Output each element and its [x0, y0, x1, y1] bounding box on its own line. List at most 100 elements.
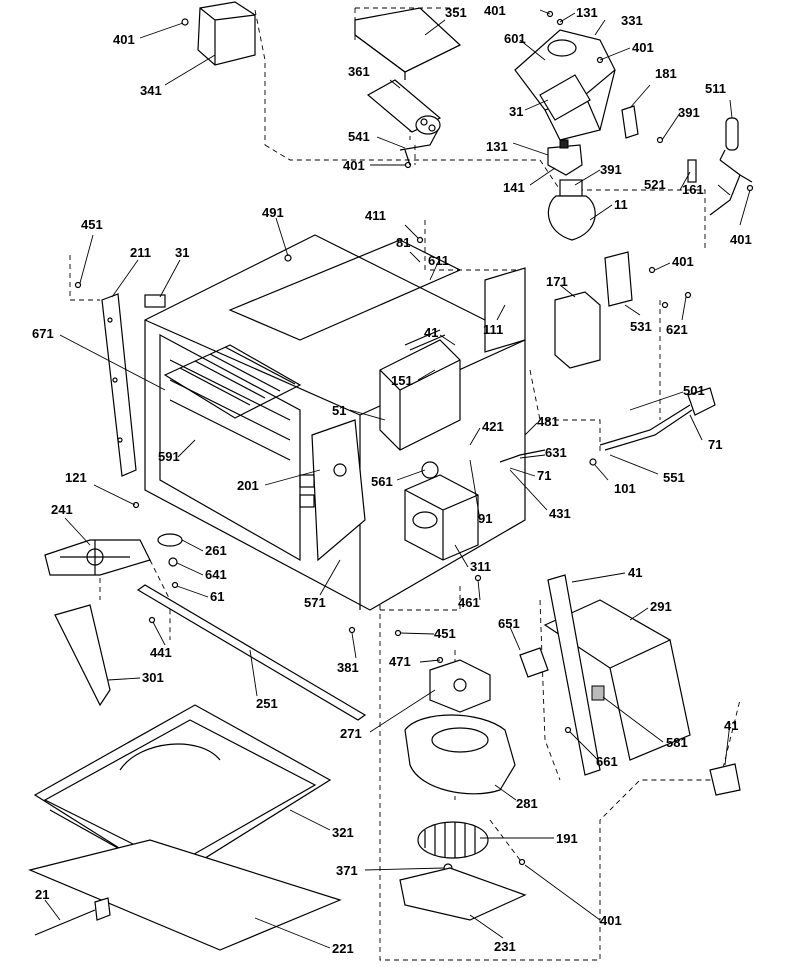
callout-241: 241	[51, 502, 73, 517]
control-panel-201	[299, 419, 366, 562]
callout-271: 271	[340, 726, 362, 741]
callout-261: 261	[205, 543, 227, 558]
transformer-311	[404, 474, 479, 561]
callout-221: 221	[332, 941, 354, 956]
callout-391: 391	[678, 105, 700, 120]
callout-311: 311	[470, 559, 491, 574]
switch-181	[621, 105, 639, 139]
callout-291: 291	[650, 599, 672, 614]
callout-411: 411	[365, 208, 386, 223]
rod-251	[136, 584, 367, 721]
callout-401: 401	[343, 158, 365, 173]
callout-401: 401	[600, 913, 622, 928]
callout-491: 491	[262, 205, 284, 220]
callout-101: 101	[614, 481, 636, 496]
leader-lines	[44, 9, 751, 949]
callout-671: 671	[32, 326, 54, 341]
capacitor-361	[366, 79, 442, 135]
callout-121: 121	[65, 470, 87, 485]
bracket-331	[514, 29, 616, 141]
panel-531	[604, 251, 633, 307]
terminal-631	[499, 449, 546, 463]
tray-351	[354, 7, 462, 80]
callout-191: 191	[556, 831, 578, 846]
power-cord-71	[599, 387, 716, 451]
callout-581: 581	[666, 735, 688, 750]
callout-351: 351	[445, 5, 467, 20]
callout-461: 461	[458, 595, 480, 610]
fuse-521	[687, 159, 697, 183]
callout-11: 11	[614, 197, 628, 212]
screwdriver-21	[34, 897, 111, 936]
bracket-171	[554, 291, 601, 369]
callout-401: 401	[632, 40, 654, 55]
fan-wheel-191	[417, 821, 489, 859]
callout-131: 131	[576, 5, 598, 20]
callout-361: 361	[348, 64, 370, 79]
magnetron-151	[379, 329, 461, 451]
lamp-bulb-11	[547, 179, 596, 241]
callout-571: 571	[304, 595, 326, 610]
wire-161	[709, 149, 753, 216]
callout-211: 211	[130, 245, 151, 260]
callout-71: 71	[708, 437, 723, 452]
callout-51: 51	[332, 403, 347, 418]
callout-141: 141	[503, 180, 525, 195]
callout-81: 81	[396, 235, 411, 250]
callout-631: 631	[545, 445, 567, 460]
callout-171: 171	[546, 274, 568, 289]
callout-401: 401	[672, 254, 694, 269]
callout-501: 501	[683, 383, 705, 398]
callout-401: 401	[113, 32, 135, 47]
callout-611: 611	[428, 253, 449, 268]
callout-151: 151	[391, 373, 413, 388]
callout-21: 21	[35, 887, 50, 902]
callout-451: 451	[81, 217, 103, 232]
washer-641	[168, 557, 178, 567]
latch-41-lower	[709, 763, 741, 796]
callout-451: 451	[434, 626, 456, 641]
panel-111	[484, 267, 526, 353]
callout-541: 541	[348, 129, 370, 144]
callout-621: 621	[666, 322, 688, 337]
callout-401: 401	[730, 232, 752, 247]
callout-661: 661	[596, 754, 618, 769]
cover-231	[399, 867, 527, 921]
bracket-31-lower	[539, 74, 591, 121]
shelf-rack-671	[163, 344, 302, 419]
motor-561	[421, 461, 439, 479]
callout-71: 71	[537, 468, 552, 483]
callout-431: 431	[549, 506, 571, 521]
callout-341: 341	[140, 83, 162, 98]
callout-391: 391	[600, 162, 622, 177]
callout-401: 401	[484, 3, 506, 18]
callout-381: 381	[337, 660, 359, 675]
callout-41: 41	[724, 718, 739, 733]
callout-181: 181	[655, 66, 677, 81]
fan-motor-271	[429, 659, 491, 713]
screws	[74, 10, 754, 866]
callout-561: 561	[371, 474, 393, 489]
switch-581	[591, 685, 605, 701]
block-31	[144, 294, 166, 308]
callout-551: 551	[663, 470, 685, 485]
callout-421: 421	[482, 419, 504, 434]
callout-651: 651	[498, 616, 520, 631]
callout-161: 161	[682, 182, 704, 197]
callout-371: 371	[336, 863, 358, 878]
callout-591: 591	[158, 449, 180, 464]
callout-471: 471	[389, 654, 411, 669]
side-rail-211	[101, 293, 137, 477]
callout-511: 511	[705, 81, 726, 96]
callout-441: 441	[150, 645, 172, 660]
sheet-221	[28, 839, 342, 951]
callout-231: 231	[494, 939, 516, 954]
callout-111: 111	[483, 322, 504, 337]
callout-301: 301	[142, 670, 164, 685]
callout-41: 41	[424, 325, 439, 340]
callout-31: 31	[175, 245, 190, 260]
callout-201: 201	[237, 478, 259, 493]
arm-301	[54, 604, 111, 707]
callout-281: 281	[516, 796, 538, 811]
